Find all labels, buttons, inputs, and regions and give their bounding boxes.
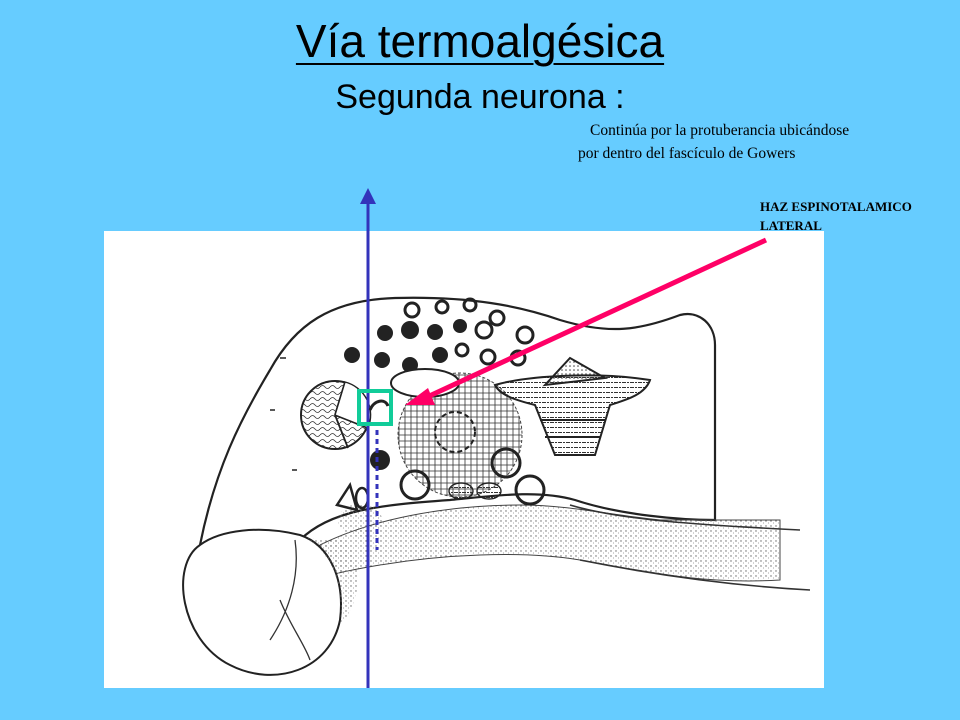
- caption-line-1: Continúa por la protuberancia ubicándose: [590, 122, 850, 139]
- slide-title: Vía termoalgésica: [295, 15, 665, 67]
- edge-marks: [270, 357, 297, 471]
- pointer-arrow: [405, 237, 768, 405]
- caption-line-2: por dentro del fascículo de Gowers: [578, 145, 796, 162]
- highlighted-nucleus: [368, 399, 390, 411]
- tract-label-line-1: HAZ ESPINOTALAMICO: [760, 199, 912, 214]
- stipple-patch-left: [338, 504, 382, 536]
- caption: Continúa por la protuberancia ubicándose…: [578, 119, 849, 165]
- striped-oval-1: [448, 482, 474, 500]
- striped-oval-2: [476, 482, 502, 500]
- tract-label-line-2: LATERAL: [760, 218, 822, 233]
- fiber-bundles-dark: [344, 319, 467, 470]
- tract-label: HAZ ESPINOTALAMICO LATERAL: [760, 197, 912, 235]
- lower-tract: [569, 504, 811, 591]
- ascending-pathway-arrow: [360, 188, 379, 688]
- right-structure-cap: [542, 356, 609, 387]
- left-lobe: [182, 528, 342, 676]
- fiber-bundles-open: [399, 297, 546, 506]
- highlight-box: [357, 389, 393, 426]
- triangle-nucleus: [334, 482, 359, 512]
- right-structure-bands: [540, 419, 605, 438]
- hatched-nucleus-inner: [434, 411, 476, 453]
- left-lobe-fissure: [269, 539, 311, 661]
- left-lobe-stipple: [305, 538, 358, 625]
- slide-subtitle: Segunda neurona :: [335, 78, 625, 116]
